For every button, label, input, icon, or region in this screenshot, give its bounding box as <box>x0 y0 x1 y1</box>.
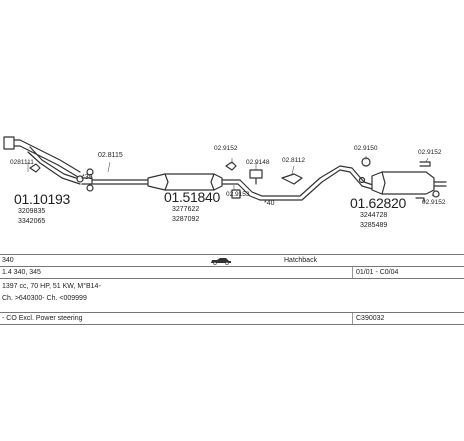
part-code-02-9153: 02.9153 <box>226 191 250 198</box>
hatchback-car-icon <box>211 258 231 265</box>
part-ref-3285489: 3285489 <box>360 222 388 229</box>
production-dates: 01/01 - C0/04 <box>356 269 399 276</box>
model-name: 340 <box>2 257 14 264</box>
part-code-0281111: 0281111 <box>10 159 34 166</box>
part-code-02-9152-c: 02.9152 <box>422 199 446 206</box>
part-code-02-8112: 02.8112 <box>282 157 306 164</box>
part-code-02-9148: 02.9148 <box>246 159 270 166</box>
part-number-01-62820: 01.62820 <box>350 195 406 211</box>
front-bracket <box>29 163 41 173</box>
hanger-center <box>225 161 263 185</box>
intermediate-pipe <box>91 179 149 185</box>
column-divider <box>352 313 353 324</box>
part-number-01-51840: 01.51840 <box>164 189 220 205</box>
flange-clamp <box>81 168 94 192</box>
marker-39: *39 <box>82 174 93 181</box>
front-pipe <box>3 136 84 185</box>
part-number-01-10193: 01.10193 <box>14 191 70 207</box>
part-code-02-9152-a: 02.9152 <box>214 145 238 152</box>
body-type: Hatchback <box>284 257 318 264</box>
fitment-notes: - CO Excl. Power steering <box>2 315 83 322</box>
model-variant: 1.4 340, 345 <box>2 269 41 276</box>
column-divider <box>352 267 353 278</box>
part-ref-3342065: 3342065 <box>18 218 46 225</box>
part-ref-3209835: 3209835 <box>18 208 46 215</box>
table-rule <box>0 266 464 267</box>
engine-spec: 1397 cc, 70 HP, 51 KW, M°B14- <box>2 283 101 290</box>
table-rule <box>0 312 464 313</box>
table-rule <box>0 324 464 325</box>
part-code-02-9152-b: 02.9152 <box>418 149 442 156</box>
part-code-02-9150: 02.9150 <box>354 145 378 152</box>
chassis-range: Ch. >640300- Ch. <009999 <box>2 295 87 302</box>
kit-reference: C390032 <box>356 315 385 322</box>
part-ref-3244728: 3244728 <box>360 212 388 219</box>
part-ref-3277622: 3277622 <box>172 206 200 213</box>
rear-hanger-rubber <box>231 173 303 199</box>
center-muffler <box>147 173 263 201</box>
exhaust-diagram <box>3 136 447 203</box>
part-ref-3287092: 3287092 <box>172 216 200 223</box>
marker-40: *40 <box>264 200 275 207</box>
table-rule <box>0 254 464 255</box>
part-code-02-8115: 02.8115 <box>98 152 123 159</box>
table-rule <box>0 278 464 279</box>
rear-silencer <box>358 171 447 195</box>
